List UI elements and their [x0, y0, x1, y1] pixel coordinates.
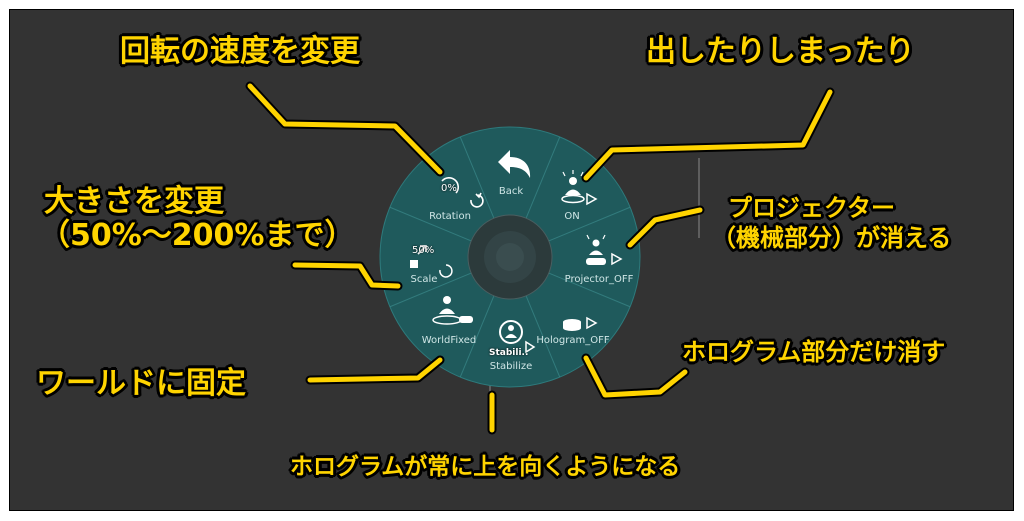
- annotation-leaders: [245, 81, 835, 435]
- stabilize-icon[interactable]: [499, 320, 536, 354]
- segment-dividers: [389, 136, 631, 378]
- scale-label[interactable]: Scale: [410, 274, 438, 285]
- back-arrow-icon[interactable]: [498, 150, 531, 178]
- stabilize-short-label: Stabili..: [489, 348, 529, 358]
- annotation-scale-line2: （50%～200%まで）: [40, 218, 355, 253]
- annotation-stabilize: ホログラムが常に上を向くようになる: [290, 454, 681, 480]
- annotation-hologram: ホログラム部分だけ消す: [682, 338, 946, 366]
- projector-label[interactable]: Projector_OFF: [564, 274, 634, 285]
- rotation-value: 0%: [441, 183, 457, 194]
- stabilize-label[interactable]: Stabilize: [489, 361, 533, 372]
- annotation-worldfixed: ワールドに固定: [36, 366, 246, 401]
- world-fixed-icon[interactable]: [432, 296, 473, 325]
- hologram-label[interactable]: Hologram_OFF: [536, 335, 610, 346]
- hologram-person-icon[interactable]: [561, 170, 598, 206]
- annotation-show-hide: 出したりしまったり: [646, 34, 915, 69]
- scale-value: 50%: [412, 245, 435, 256]
- on-label[interactable]: ON: [564, 211, 580, 222]
- center-hub-core: [496, 243, 524, 271]
- annotation-projector-line2: （機械部分）が消える: [712, 224, 952, 252]
- worldfixed-label[interactable]: WorldFixed: [421, 335, 477, 346]
- annotation-projector-line1: プロジェクター: [728, 194, 896, 222]
- projector-icon[interactable]: [586, 234, 623, 266]
- back-label[interactable]: Back: [498, 186, 524, 197]
- rotation-label[interactable]: Rotation: [429, 211, 471, 222]
- annotation-rotation: 回転の速度を変更: [120, 34, 360, 69]
- hologram-base-icon[interactable]: [563, 316, 598, 331]
- annotation-scale-line1: 大きさを変更: [44, 184, 224, 219]
- rotate-icon[interactable]: [441, 177, 484, 208]
- scale-icon[interactable]: [410, 245, 453, 278]
